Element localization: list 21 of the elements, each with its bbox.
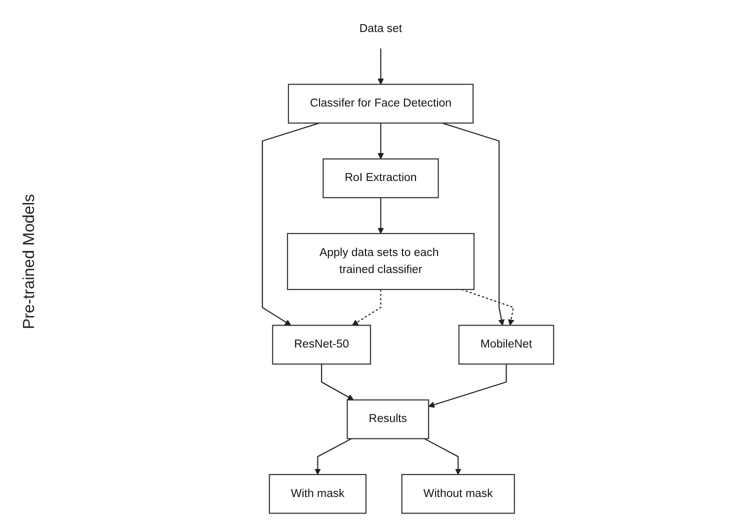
node-box: ResNet-50 — [272, 324, 372, 365]
node-box: MobileNet — [458, 324, 554, 365]
arrow — [378, 198, 384, 234]
node-text: Data set — [359, 22, 402, 35]
arrow — [424, 438, 462, 475]
arrow — [442, 122, 505, 326]
node-box: Apply data sets to each trained classifier — [286, 232, 475, 290]
node-box: With mask — [268, 474, 367, 514]
arrow — [321, 364, 354, 400]
node-box: Results — [346, 399, 430, 440]
side-label: Pre-trained Models — [21, 194, 39, 330]
arrow — [378, 48, 384, 85]
node-box: Without mask — [401, 474, 515, 514]
arrow — [428, 364, 507, 408]
node-box: Classifer for Face Detection — [288, 84, 474, 124]
arrow — [461, 288, 514, 326]
arrow — [262, 122, 320, 326]
node-box: RoI Extraction — [322, 158, 439, 198]
arrow — [352, 289, 382, 326]
arrow — [314, 438, 352, 475]
arrow — [378, 123, 384, 160]
